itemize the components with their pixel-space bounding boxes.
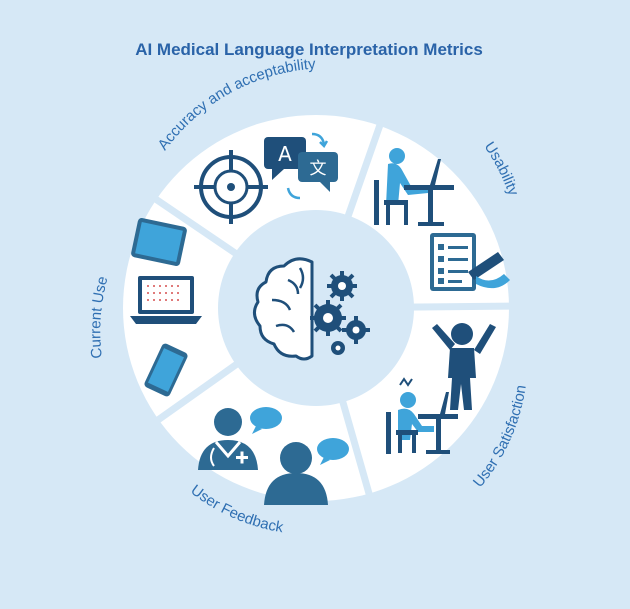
smartphone-icon (144, 343, 188, 397)
translate-icon: A 文 (264, 132, 338, 200)
segment-label-usability: Usability (481, 139, 522, 199)
translate-target-glyph: 文 (310, 159, 327, 179)
tablet-icon (131, 217, 187, 267)
doctor-icon (198, 408, 258, 470)
brain-gears-icon (253, 257, 370, 361)
translate-source-glyph: A (278, 142, 292, 166)
page-title: AI Medical Language Interpretation Metri… (135, 40, 483, 59)
person-at-desk-icon (374, 148, 454, 226)
chat-bubble-icon (250, 407, 282, 434)
patient-icon (264, 442, 328, 505)
chat-bubble-icon (317, 438, 349, 465)
laptop-icon (130, 276, 202, 324)
crosshair-icon (194, 150, 268, 224)
cheering-person-icon (432, 323, 496, 410)
stressed-person-icon (386, 377, 458, 454)
checklist-icon (430, 233, 510, 291)
segment-label-current-use: Current Use (87, 275, 111, 360)
laptop-screen-grid (147, 285, 179, 301)
